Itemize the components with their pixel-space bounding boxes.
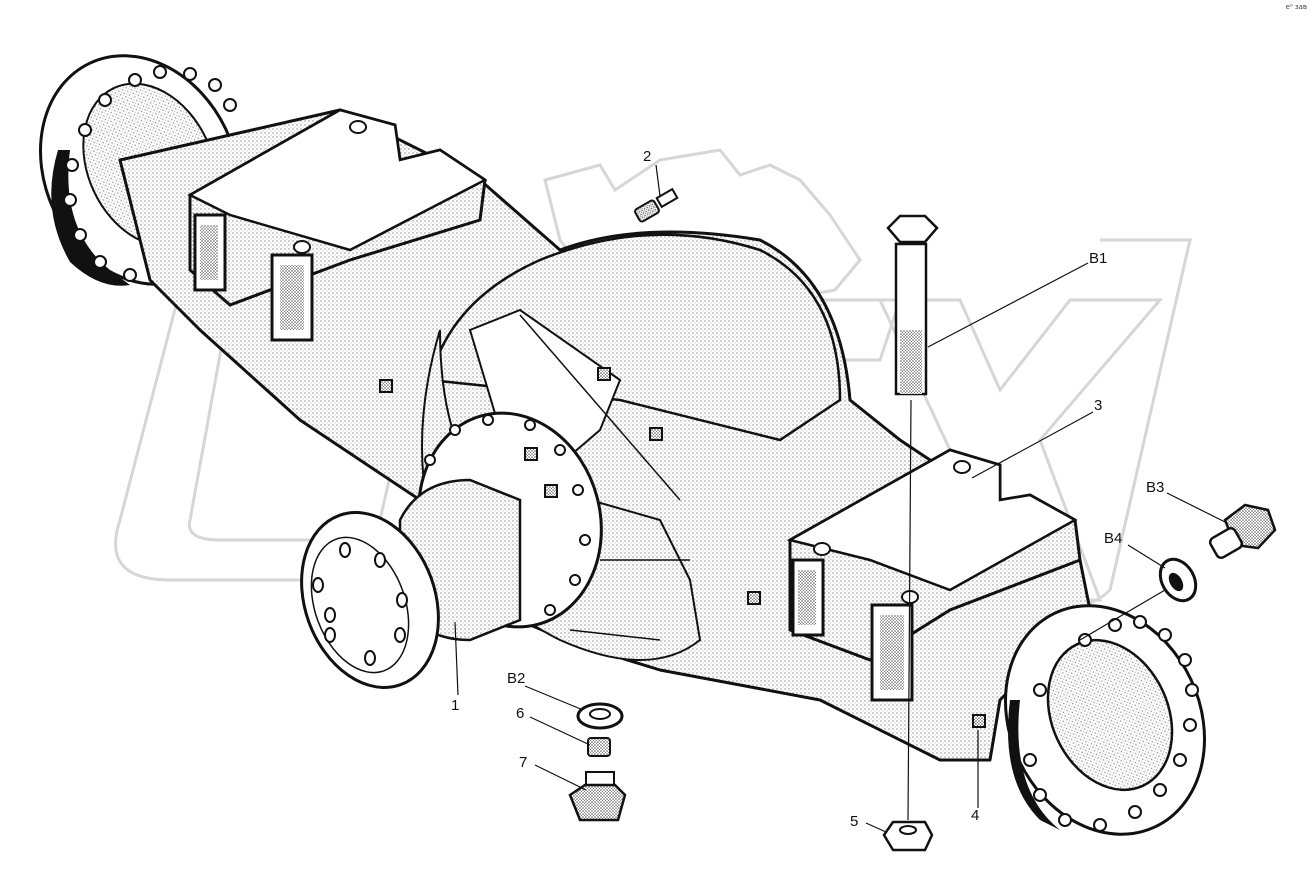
watermark-text: OPEX bbox=[1010, 29, 1013, 31]
right-flange bbox=[1004, 604, 1206, 836]
drive-flange bbox=[300, 478, 522, 689]
breather-2 bbox=[634, 187, 679, 223]
washer-b2 bbox=[576, 702, 624, 730]
callout-3: 3 bbox=[1094, 397, 1102, 414]
left-spring-pad bbox=[187, 108, 488, 342]
callout-5: 5 bbox=[850, 813, 858, 830]
callout-7: 7 bbox=[519, 754, 527, 771]
callout-b4: B4 bbox=[1104, 530, 1122, 547]
washer-b4 bbox=[1158, 557, 1198, 603]
callout-b1: B1 bbox=[1089, 250, 1107, 267]
callout-b2: B2 bbox=[507, 670, 525, 687]
right-spring-pad bbox=[786, 448, 1082, 702]
callout-b3: B3 bbox=[1146, 479, 1164, 496]
corner-code: е⁰ зав bbox=[1285, 3, 1307, 11]
callout-6: 6 bbox=[516, 705, 524, 722]
castle-nut-5 bbox=[882, 820, 934, 852]
plug-b3 bbox=[1208, 503, 1277, 559]
callout-1: 1 bbox=[451, 697, 459, 714]
plug-7 bbox=[568, 771, 627, 822]
bolt-b1 bbox=[886, 214, 939, 821]
callout-4: 4 bbox=[971, 807, 979, 824]
callout-labels: 2 B1 3 B3 B4 1 B2 6 7 5 4 bbox=[451, 148, 1164, 830]
callout-2: 2 bbox=[643, 148, 651, 165]
leader-lines bbox=[454, 164, 1226, 833]
nut-6 bbox=[587, 737, 611, 757]
